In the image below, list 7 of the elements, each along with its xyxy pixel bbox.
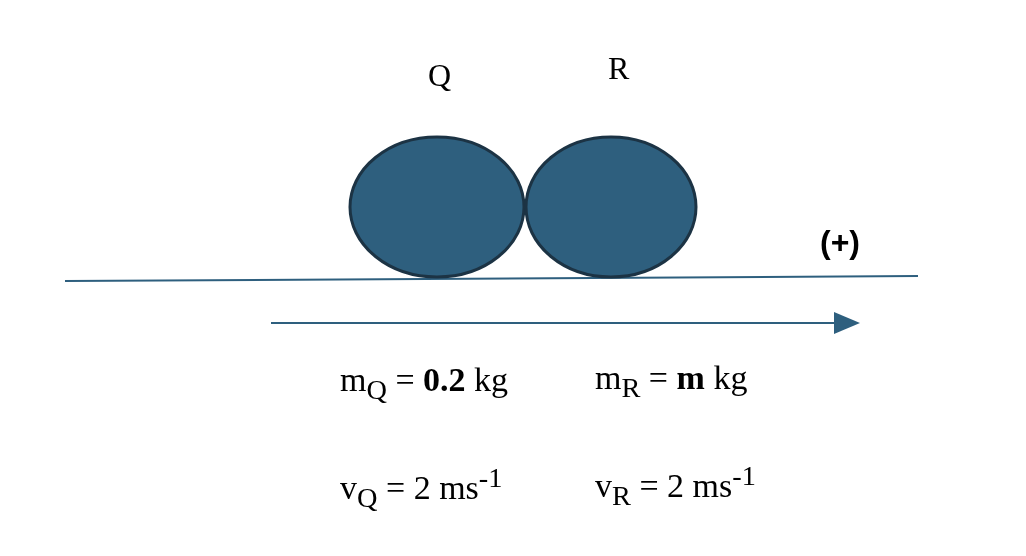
- direction-sign: (+): [820, 223, 860, 262]
- velocity-label: v$_{Q}$ = 2 ms$^{-1}$: [340, 461, 503, 516]
- mass-label: m$_{R}$ = m kg: [595, 358, 748, 405]
- ball-label: R: [608, 50, 630, 86]
- mass-label: m$_{Q}$ = 0.2 kg: [340, 360, 509, 407]
- ball-label: Q: [428, 57, 452, 93]
- velocity-label: v$_{R}$ = 2 ms$^{-1}$: [595, 459, 756, 514]
